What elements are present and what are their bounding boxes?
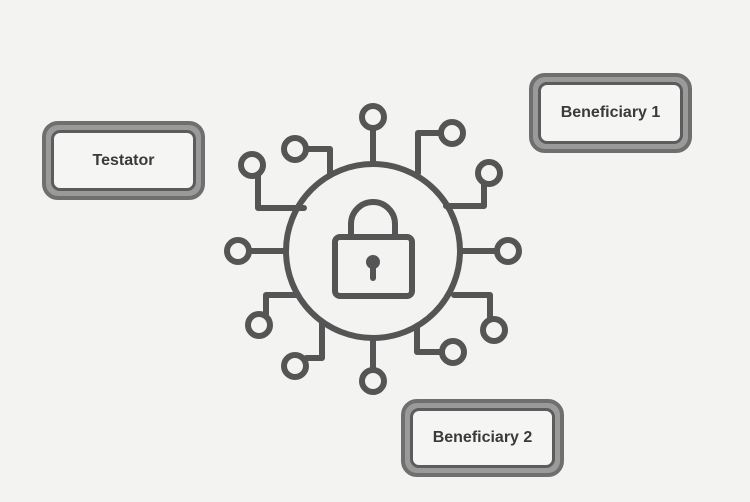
testator-node: Testator <box>42 121 205 200</box>
padlock-icon <box>332 199 415 299</box>
trace-top-left <box>303 146 333 178</box>
trace-right-lower <box>451 292 493 322</box>
beneficiary-1-node: Beneficiary 1 <box>529 73 692 153</box>
circuit-traces <box>246 125 499 373</box>
trace-left-lower <box>263 292 299 317</box>
testator-label: Testator <box>51 130 196 191</box>
beneficiary-1-label: Beneficiary 1 <box>538 82 683 144</box>
trace-bottom-left <box>303 319 325 361</box>
beneficiary-2-label: Beneficiary 2 <box>410 408 555 468</box>
trace-left-upper <box>255 173 307 211</box>
hub-circle <box>283 161 463 341</box>
trace-top-right <box>415 130 443 176</box>
trace-right-upper <box>443 181 487 209</box>
circuit-terminals <box>224 103 522 395</box>
beneficiary-2-node: Beneficiary 2 <box>401 399 564 477</box>
trace-bottom-right <box>414 323 445 355</box>
